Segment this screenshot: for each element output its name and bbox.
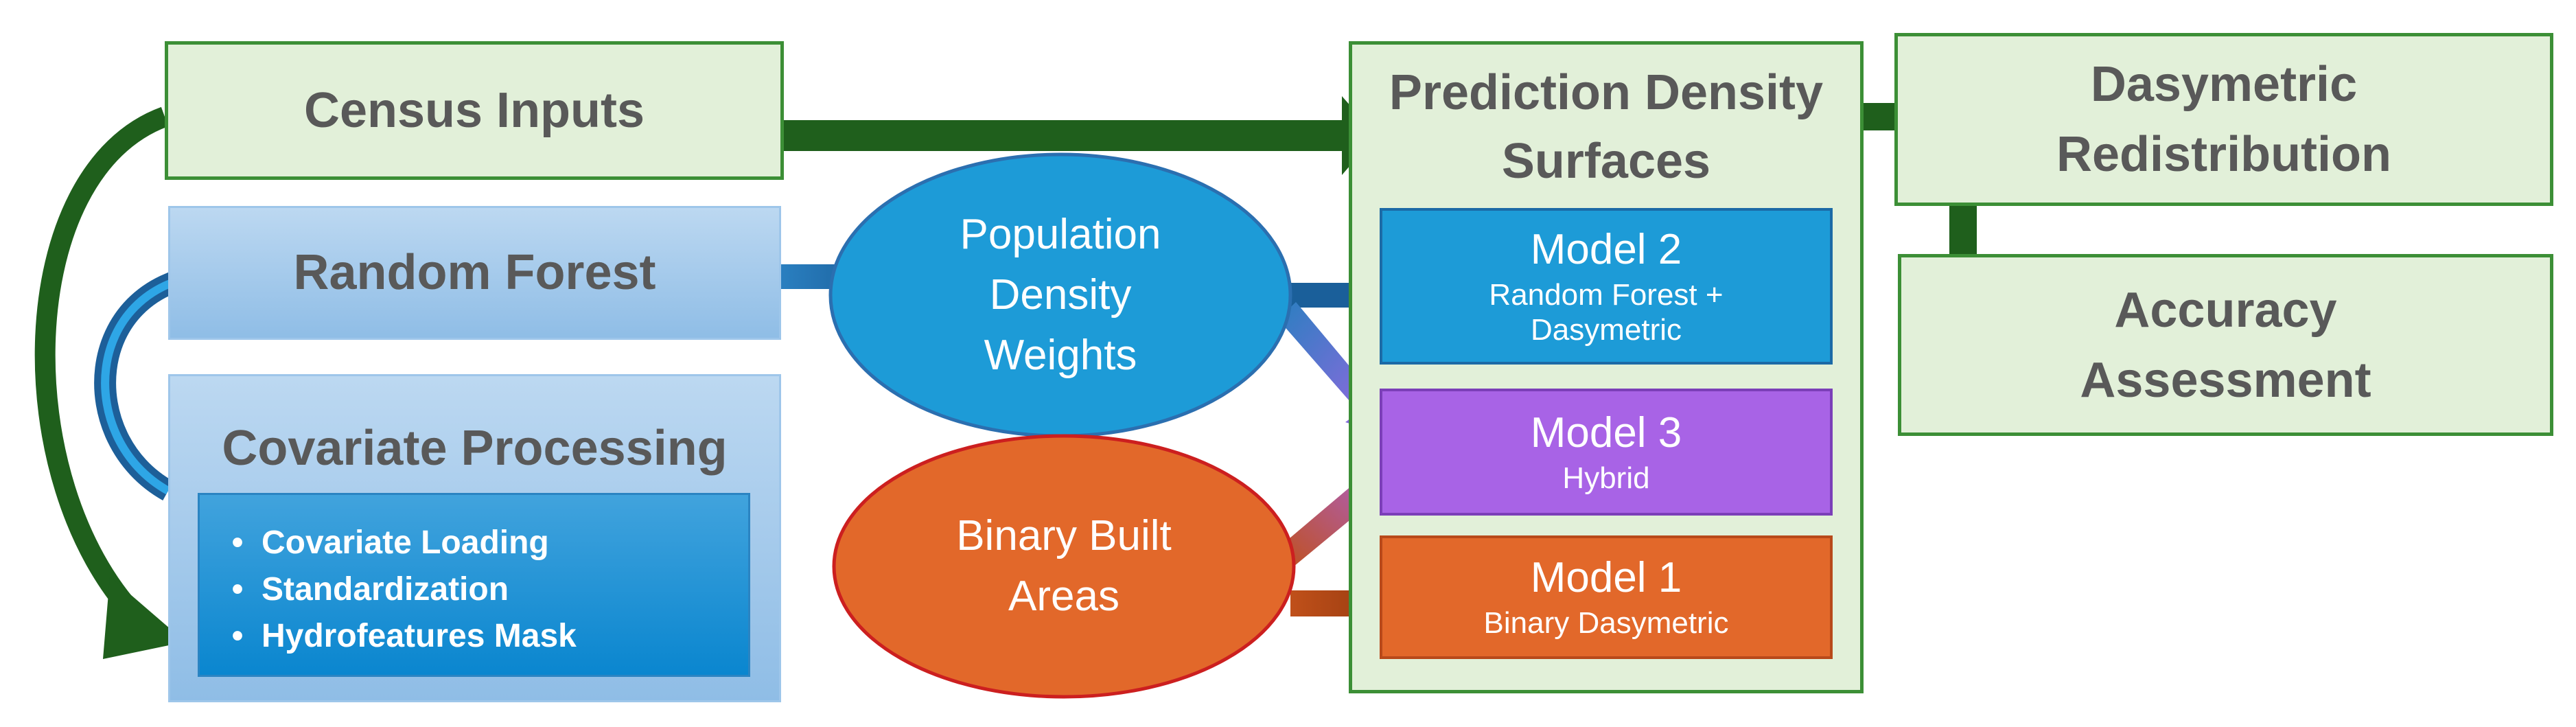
dasymetric-line2: Redistribution [2056,127,2391,182]
model3-subtitle: Hybrid [1562,461,1650,495]
model2-title: Model 2 [1530,225,1682,273]
census-to-covariate-arrowhead [103,577,185,659]
covariate-step-item: Hydrofeatures Mask [213,613,748,660]
population-weights-line1: Population [960,211,1161,258]
binary-built-label: Binary Built Areas [834,498,1294,635]
model3-title: Model 3 [1530,408,1682,457]
accuracy-line1: Accuracy [2114,282,2337,338]
accuracy-assessment-box: Accuracy Assessment [1898,254,2553,436]
model2-subtitle-line2: Dasymetric [1530,312,1682,347]
dasymetric-line1: Dasymetric [2090,57,2358,112]
model1-subtitle: Binary Dasymetric [1483,606,1729,641]
prediction-surfaces-line2: Surfaces [1501,134,1711,189]
population-weights-line3: Weights [984,332,1137,379]
covariate-step-item: Covariate Loading [213,520,748,566]
population-weights-label: Population Density Weights [831,192,1290,398]
binary-built-line2: Areas [1008,573,1119,620]
binary-built-ellipse [832,434,1296,699]
census-inputs-title: Census Inputs [303,82,645,138]
covariate-steps-list: Covariate Loading Standardization Hydrof… [213,520,748,660]
model1-title: Model 1 [1530,554,1682,602]
census-to-prediction-arrow [784,120,1354,151]
population-weights-line2: Density [989,271,1132,319]
accuracy-line2: Assessment [2080,352,2371,408]
model2-subtitle-line1: Random Forest + [1489,278,1724,312]
model3-box: Model 3 Hybrid [1380,389,1833,516]
model1-box: Model 1 Binary Dasymetric [1380,535,1833,659]
census-inputs-box: Census Inputs [165,41,784,180]
random-forest-title: Random Forest [293,245,656,301]
census-to-covariate-arrow [34,106,169,625]
prediction-surfaces-title: Prediction Density Surfaces [1352,58,1860,196]
covariate-steps-panel: Covariate Loading Standardization Hydrof… [198,493,750,677]
random-forest-box: Random Forest [168,206,781,340]
covariate-processing-box: Covariate Processing Covariate Loading S… [168,374,781,702]
dasymetric-redistribution-box: Dasymetric Redistribution [1894,33,2553,206]
covariate-step-item: Standardization [213,566,748,613]
binary-built-line1: Binary Built [956,512,1172,559]
prediction-surfaces-line1: Prediction Density [1389,65,1824,120]
model2-box: Model 2 Random Forest + Dasymetric [1380,208,1833,365]
covariate-processing-title: Covariate Processing [222,421,728,476]
